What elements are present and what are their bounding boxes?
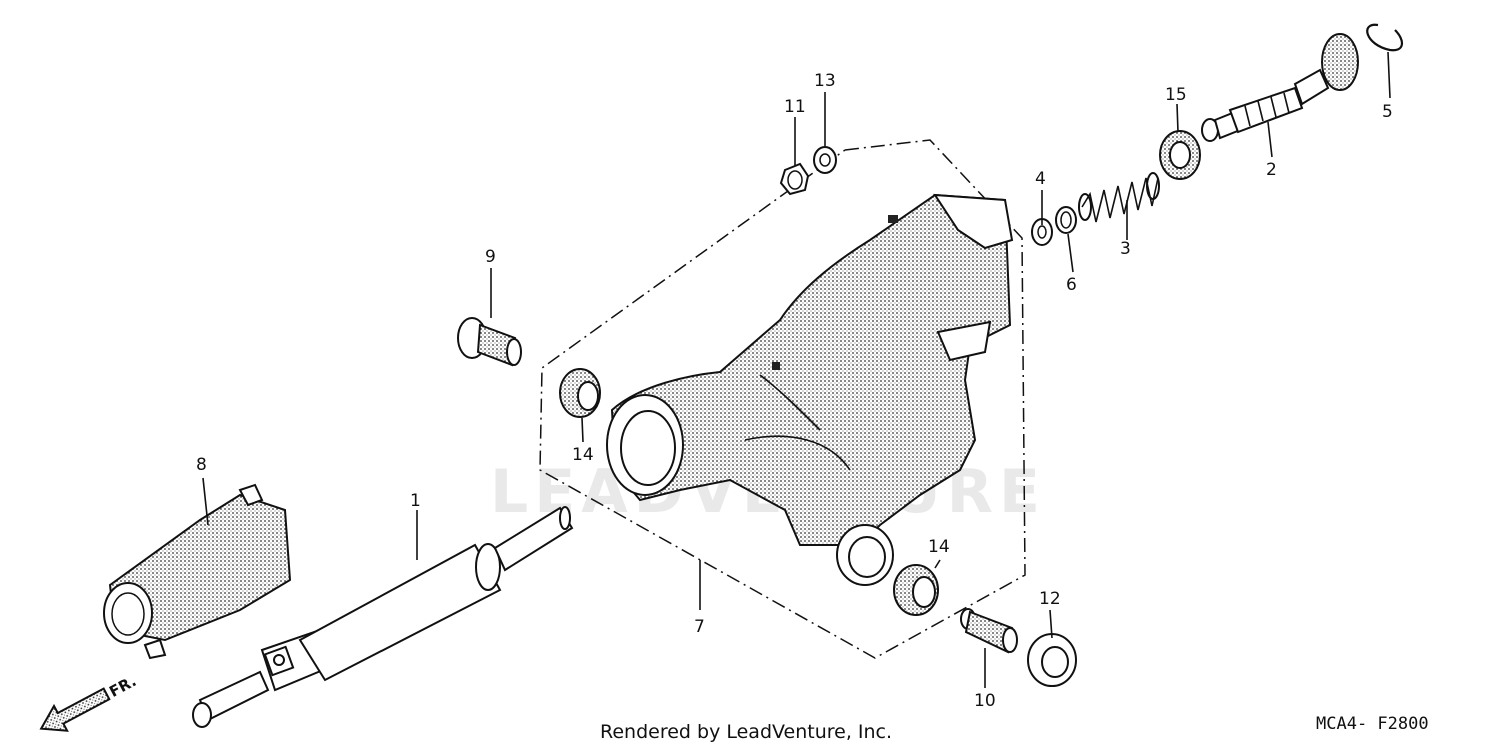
cap-nut[interactable] xyxy=(779,162,810,196)
bearing-15[interactable] xyxy=(1159,130,1201,180)
pivot-bolt-right[interactable] xyxy=(960,608,1018,654)
callout-9: 9 xyxy=(485,247,496,267)
callout-3: 3 xyxy=(1120,239,1131,259)
callout-6: 6 xyxy=(1066,275,1077,295)
front-direction-arrow: FR. xyxy=(39,672,139,732)
washer-top[interactable] xyxy=(813,146,837,174)
footer-credit: Rendered by LeadVenture, Inc. xyxy=(600,721,892,743)
spring[interactable] xyxy=(1078,172,1160,223)
drive-shaft[interactable] xyxy=(192,506,574,728)
callout-1: 1 xyxy=(410,491,421,511)
callout-4: 4 xyxy=(1035,169,1046,189)
bearing-lower[interactable] xyxy=(893,564,939,616)
leader-lines xyxy=(202,51,1391,688)
diagram-code: MCA4- F2800 xyxy=(1316,714,1429,734)
front-label: FR. xyxy=(106,672,139,701)
callout-8: 8 xyxy=(196,455,207,475)
ring-6[interactable] xyxy=(1055,206,1077,234)
callout-12: 12 xyxy=(1039,589,1061,609)
callout-5: 5 xyxy=(1382,102,1393,122)
callout-14-lower: 14 xyxy=(928,537,950,557)
callout-7: 7 xyxy=(694,617,705,637)
callout-14-upper: 14 xyxy=(572,445,594,465)
rubber-boot[interactable] xyxy=(103,483,292,660)
callout-13: 13 xyxy=(814,71,836,91)
pivot-bolt-left[interactable] xyxy=(457,317,522,367)
callout-15: 15 xyxy=(1165,85,1187,105)
callout-2: 2 xyxy=(1266,160,1277,180)
lock-nut[interactable] xyxy=(1027,633,1077,687)
swingarm[interactable] xyxy=(606,193,1014,586)
callout-11: 11 xyxy=(784,97,806,117)
callout-10: 10 xyxy=(974,691,996,711)
bearing-upper[interactable] xyxy=(559,368,601,418)
pinion-shaft[interactable] xyxy=(1201,33,1359,142)
circlip[interactable] xyxy=(1366,23,1403,52)
swingarm-assembly-outline xyxy=(539,139,1026,659)
